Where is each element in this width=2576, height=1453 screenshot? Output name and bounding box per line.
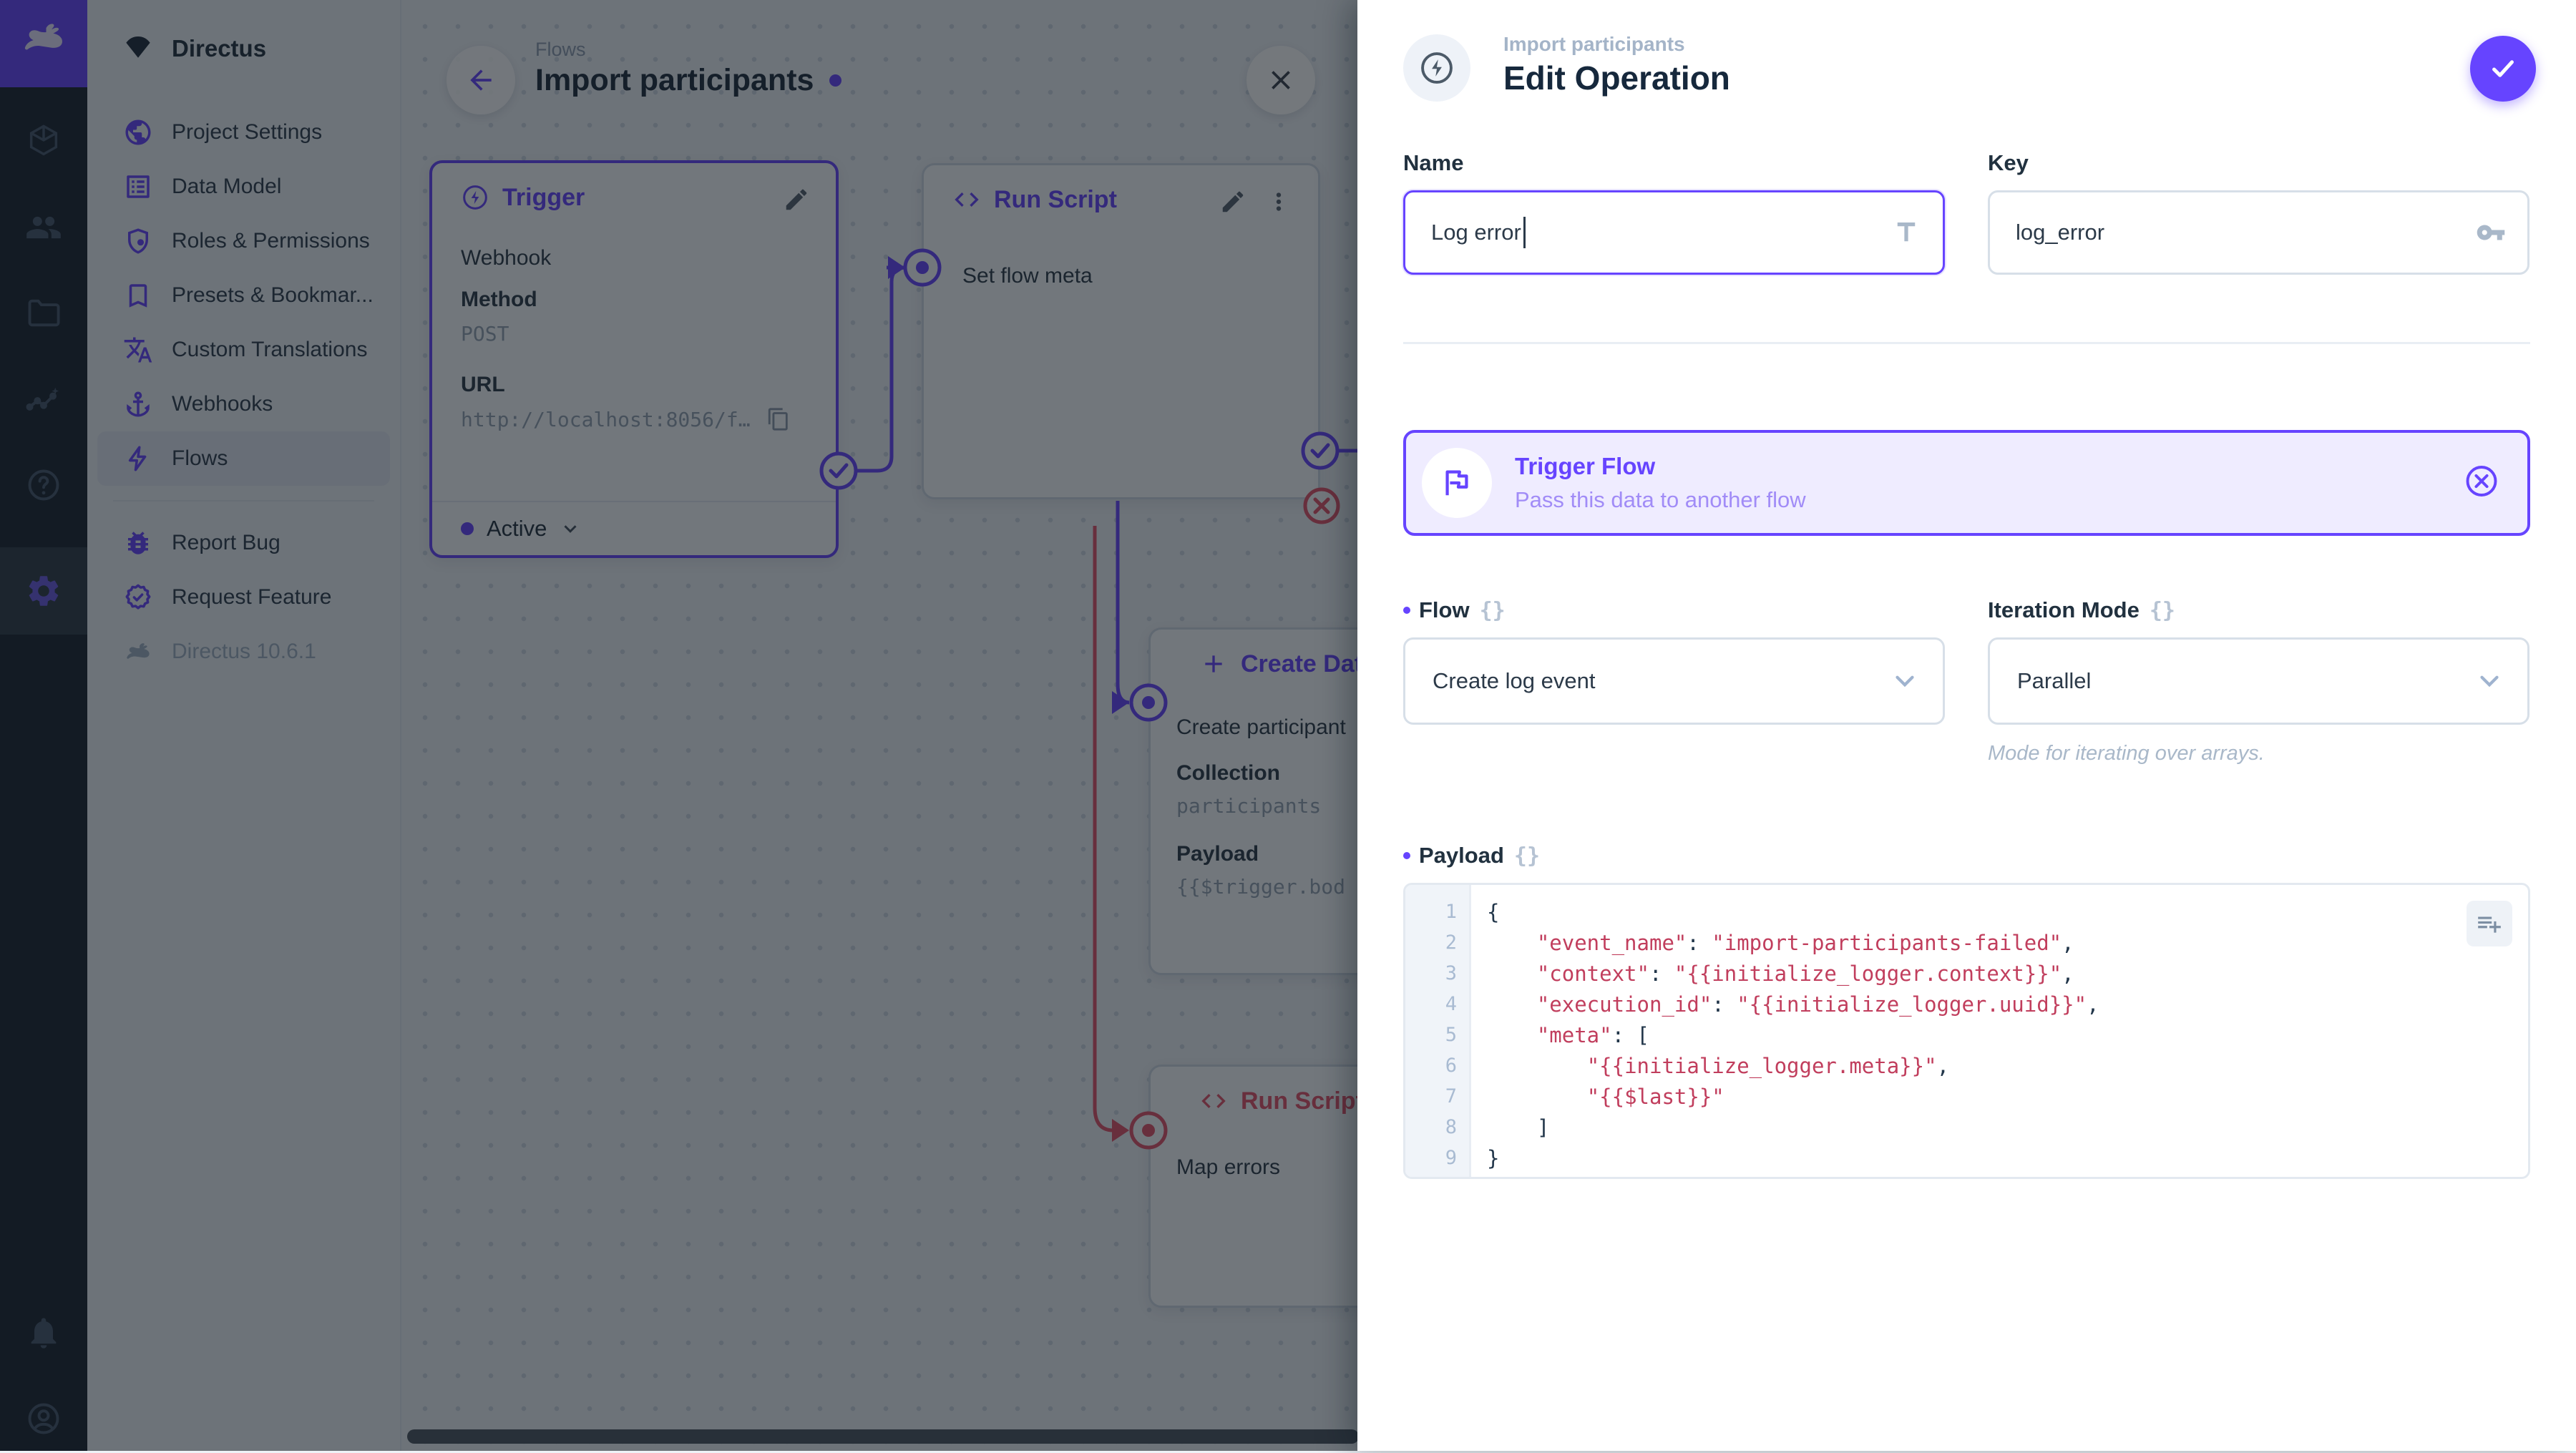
code-lines: 1{2 "event_name": "import-participants-f… xyxy=(1405,885,2528,1173)
key-label-text: Key xyxy=(1988,150,2029,175)
line-number: 7 xyxy=(1445,1085,1457,1107)
key-field-label: Key xyxy=(1988,150,2529,176)
remove-trigger-flow-icon[interactable] xyxy=(2463,463,2500,504)
flow-label-text: Flow xyxy=(1419,597,1470,622)
expand-editor-button[interactable] xyxy=(2467,901,2512,946)
code-line[interactable]: 8 ] xyxy=(1405,1112,2528,1143)
drawer-title: Edit Operation xyxy=(1503,59,1730,97)
flag-icon-circle xyxy=(1422,448,1492,518)
required-dot xyxy=(1403,607,1410,614)
braces-icon[interactable]: {} xyxy=(2149,597,2175,623)
payload-code-editor[interactable]: 1{2 "event_name": "import-participants-f… xyxy=(1403,883,2530,1179)
braces-icon[interactable]: {} xyxy=(1513,843,1541,869)
iteration-label-text: Iteration Mode xyxy=(1988,597,2140,622)
key-icon xyxy=(2477,225,2505,240)
title-icon xyxy=(1897,222,1916,242)
iteration-select-value: Parallel xyxy=(2017,668,2092,693)
edit-operation-drawer: Import participants Edit Operation Name … xyxy=(1357,0,2576,1451)
line-number: 2 xyxy=(1445,931,1457,954)
section-divider xyxy=(1403,342,2530,344)
iteration-mode-select[interactable]: Parallel xyxy=(1988,637,2529,725)
drawer-breadcrumb: Import participants xyxy=(1503,33,1685,55)
flow-select-value: Create log event xyxy=(1433,668,1596,693)
flow-field-label: Flow {} xyxy=(1403,597,1945,623)
operation-icon-circle xyxy=(1403,34,1470,102)
key-input[interactable]: log_error xyxy=(1988,190,2529,275)
code-line[interactable]: 3 "context": "{{initialize_logger.contex… xyxy=(1405,958,2528,989)
check-icon xyxy=(2492,60,2514,77)
code-line[interactable]: 9} xyxy=(1405,1143,2528,1173)
payload-field-label: Payload {} xyxy=(1403,843,2530,869)
code-line[interactable]: 6 "{{initialize_logger.meta}}", xyxy=(1405,1050,2528,1081)
code-line[interactable]: 7 "{{$last}}" xyxy=(1405,1081,2528,1112)
line-number: 5 xyxy=(1445,1024,1457,1046)
line-number: 9 xyxy=(1445,1147,1457,1169)
save-button[interactable] xyxy=(2470,36,2536,102)
name-input-value: Log error xyxy=(1431,220,1521,245)
required-dot xyxy=(1403,852,1410,859)
payload-label-text: Payload xyxy=(1419,843,1504,868)
iteration-field-label: Iteration Mode {} xyxy=(1988,597,2529,623)
drawer-overlay[interactable] xyxy=(0,0,1357,1451)
name-field-label: Name xyxy=(1403,150,1945,176)
flag-icon xyxy=(1445,470,1468,496)
iteration-note: Mode for iterating over arrays. xyxy=(1988,742,2265,765)
braces-icon[interactable]: {} xyxy=(1479,597,1506,623)
code-line[interactable]: 1{ xyxy=(1405,896,2528,927)
flow-select[interactable]: Create log event xyxy=(1403,637,1945,725)
trigger-flow-banner[interactable]: Trigger Flow Pass this data to another f… xyxy=(1403,430,2530,536)
code-line[interactable]: 2 "event_name": "import-participants-fai… xyxy=(1405,927,2528,958)
line-number: 1 xyxy=(1445,901,1457,923)
line-number: 8 xyxy=(1445,1116,1457,1138)
bolt-circle-icon xyxy=(1421,52,1453,84)
line-number: 4 xyxy=(1445,993,1457,1015)
key-input-value: log_error xyxy=(2016,220,2105,245)
playlist-add-icon xyxy=(2478,916,2501,933)
line-number: 3 xyxy=(1445,962,1457,984)
line-number-gutter xyxy=(1405,885,1471,1177)
code-line[interactable]: 4 "execution_id": "{{initialize_logger.u… xyxy=(1405,989,2528,1019)
text-cursor xyxy=(1523,217,1526,248)
chevron-down-icon xyxy=(2480,675,2499,688)
name-label-text: Name xyxy=(1403,150,1464,175)
banner-title: Trigger Flow xyxy=(1515,453,1656,479)
line-number: 6 xyxy=(1445,1055,1457,1077)
code-line[interactable]: 5 "meta": [ xyxy=(1405,1019,2528,1050)
name-input[interactable]: Log error xyxy=(1403,190,1945,275)
chevron-down-icon xyxy=(1896,675,1914,688)
banner-subtitle: Pass this data to another flow xyxy=(1515,487,1806,512)
